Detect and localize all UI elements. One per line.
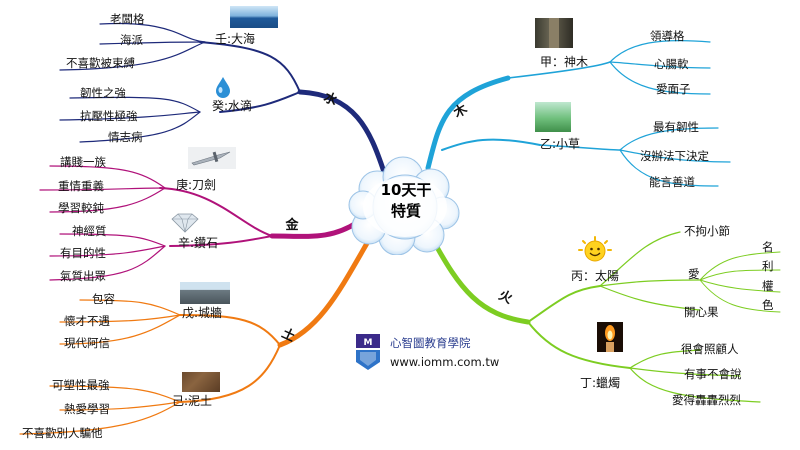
center-cloud-shape [348, 156, 460, 255]
trait-ji-2: 熱愛學習 [64, 402, 110, 416]
trait-ji-3: 不喜歡別人騙他 [22, 426, 103, 440]
trait-gui-3: 情志病 [108, 130, 143, 144]
node-ji: 己:泥土 [172, 394, 213, 408]
trait-yi-2: 沒辦法下決定 [640, 149, 709, 163]
trait-ren-3: 不喜歡被束縛 [66, 56, 135, 70]
trait-yi-3: 能言善道 [649, 175, 695, 189]
center-title: 10天干特質 [380, 181, 432, 220]
node-wu: 戊:城牆 [182, 306, 223, 320]
grass-image [535, 102, 571, 132]
tree-trunk-image [535, 18, 573, 48]
trait-yi-1: 最有韌性 [653, 120, 699, 134]
trait-geng-3: 學習較鈍 [58, 201, 104, 215]
trait-geng-2: 重情重義 [58, 179, 104, 193]
node-geng: 庚:刀劍 [176, 178, 217, 192]
trait-ding-2: 有事不會說 [684, 367, 742, 381]
sun-face-icon [578, 236, 612, 262]
diamond-icon [171, 213, 199, 233]
mud-image [182, 372, 220, 392]
trait-bing-li: 利 [762, 259, 774, 273]
element-label-metal: 金 [285, 218, 299, 233]
trait-ren-1: 老闆格 [110, 12, 145, 26]
water-drop-icon [216, 77, 230, 98]
svg-text:M: M [364, 338, 373, 348]
candle-icon [597, 322, 623, 352]
node-ren: 壬:大海 [215, 32, 256, 46]
trait-bing-quan: 權 [762, 279, 774, 293]
trait-xin-2: 有目的性 [60, 246, 106, 260]
academy-url[interactable]: www.iomm.com.tw [390, 355, 500, 369]
trait-jia-3: 愛面子 [656, 82, 691, 96]
node-jia: 甲：神木 [540, 55, 589, 69]
node-yi: 乙:小草 [540, 137, 581, 151]
trait-wu-3: 現代阿信 [64, 336, 110, 350]
trait-bing-1: 不拘小節 [684, 224, 730, 238]
academy-name: 心智圖教育學院 [390, 336, 471, 350]
trait-ren-2: 海派 [120, 33, 143, 47]
city-wall-image [180, 282, 230, 304]
trait-gui-1: 韌性之強 [80, 86, 126, 100]
trait-wu-2: 懷才不遇 [64, 314, 110, 328]
trait-jia-1: 領導格 [650, 29, 685, 43]
trait-bing-se: 色 [762, 298, 774, 312]
trait-geng-1: 講賤一族 [60, 155, 106, 169]
node-xin: 辛:鑽石 [178, 236, 219, 250]
node-ding: 丁:蠟燭 [580, 376, 621, 390]
trait-jia-2: 心腸軟 [654, 57, 689, 71]
node-gui: 癸:水滴 [212, 99, 253, 113]
trait-ding-1: 很會照顧人 [681, 342, 739, 356]
sea-image [230, 6, 278, 28]
trait-wu-1: 包容 [92, 292, 115, 306]
trait-ding-3: 愛得轟轟烈烈 [672, 393, 741, 407]
trait-bing-3: 開心果 [684, 305, 719, 319]
trait-xin-1: 神經質 [72, 224, 107, 238]
trait-ji-1: 可塑性最強 [52, 378, 110, 392]
academy-logo-icon: M [356, 334, 380, 370]
trait-bing-ming: 名 [762, 240, 774, 254]
sword-icon [188, 147, 236, 169]
trait-xin-3: 氣質出眾 [60, 269, 106, 283]
trait-bing-2: 愛 [688, 267, 700, 281]
node-bing: 丙：太陽 [571, 269, 620, 283]
trait-gui-2: 抗壓性極強 [80, 109, 138, 123]
